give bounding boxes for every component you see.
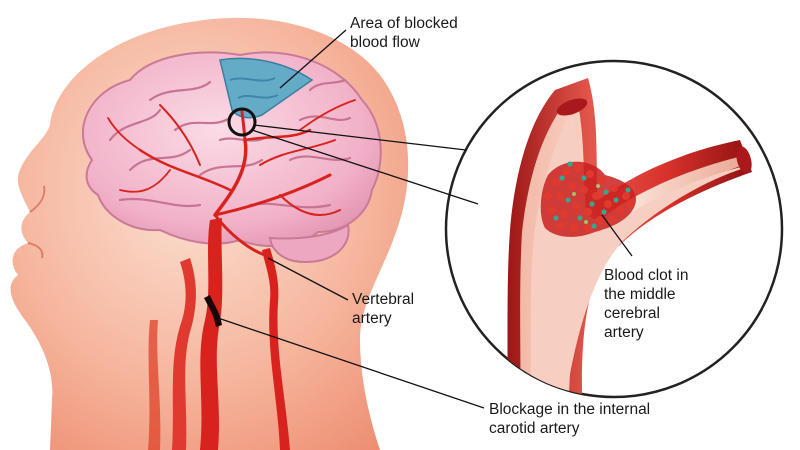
vertebral-artery [262, 248, 290, 450]
label-line: Area of blocked [350, 15, 458, 32]
blockage-site-circle [227, 107, 257, 137]
cerebral-arteries [107, 99, 356, 257]
leader-blood-clot [601, 214, 633, 257]
blood-clot [540, 161, 636, 237]
label-line: cerebral [604, 305, 660, 322]
label-carotid-blockage: Blockage in the internal carotid artery [489, 400, 650, 438]
label-blood-clot: Blood clot in the middle cerebral artery [604, 266, 688, 342]
leader-lines [217, 29, 633, 409]
carotid-blockage [204, 295, 222, 327]
label-line: Blockage in the internal [489, 401, 651, 418]
leader-carotid [217, 317, 485, 409]
internal-carotid-artery [200, 218, 223, 450]
label-line: blood flow [350, 34, 420, 51]
neck-arteries [148, 218, 290, 450]
label-line: carotid artery [489, 420, 580, 437]
ischemic-area [219, 57, 314, 119]
label-line: artery [352, 310, 392, 327]
label-blocked-blood-flow: Area of blocked blood flow [350, 14, 458, 52]
label-line: Blood clot in [604, 267, 689, 284]
leader-blocked-area [279, 29, 347, 89]
brain [82, 51, 382, 248]
leader-vertebral [267, 257, 349, 301]
leader-inset-top [253, 124, 467, 151]
label-vertebral-artery: Vertebral artery [352, 290, 414, 328]
label-line: the middle [604, 286, 676, 303]
label-line: Vertebral [352, 291, 415, 308]
label-line: artery [604, 324, 644, 341]
cerebellum [268, 223, 350, 264]
external-carotid-artery [172, 258, 196, 450]
leader-inset-bottom [251, 129, 479, 205]
